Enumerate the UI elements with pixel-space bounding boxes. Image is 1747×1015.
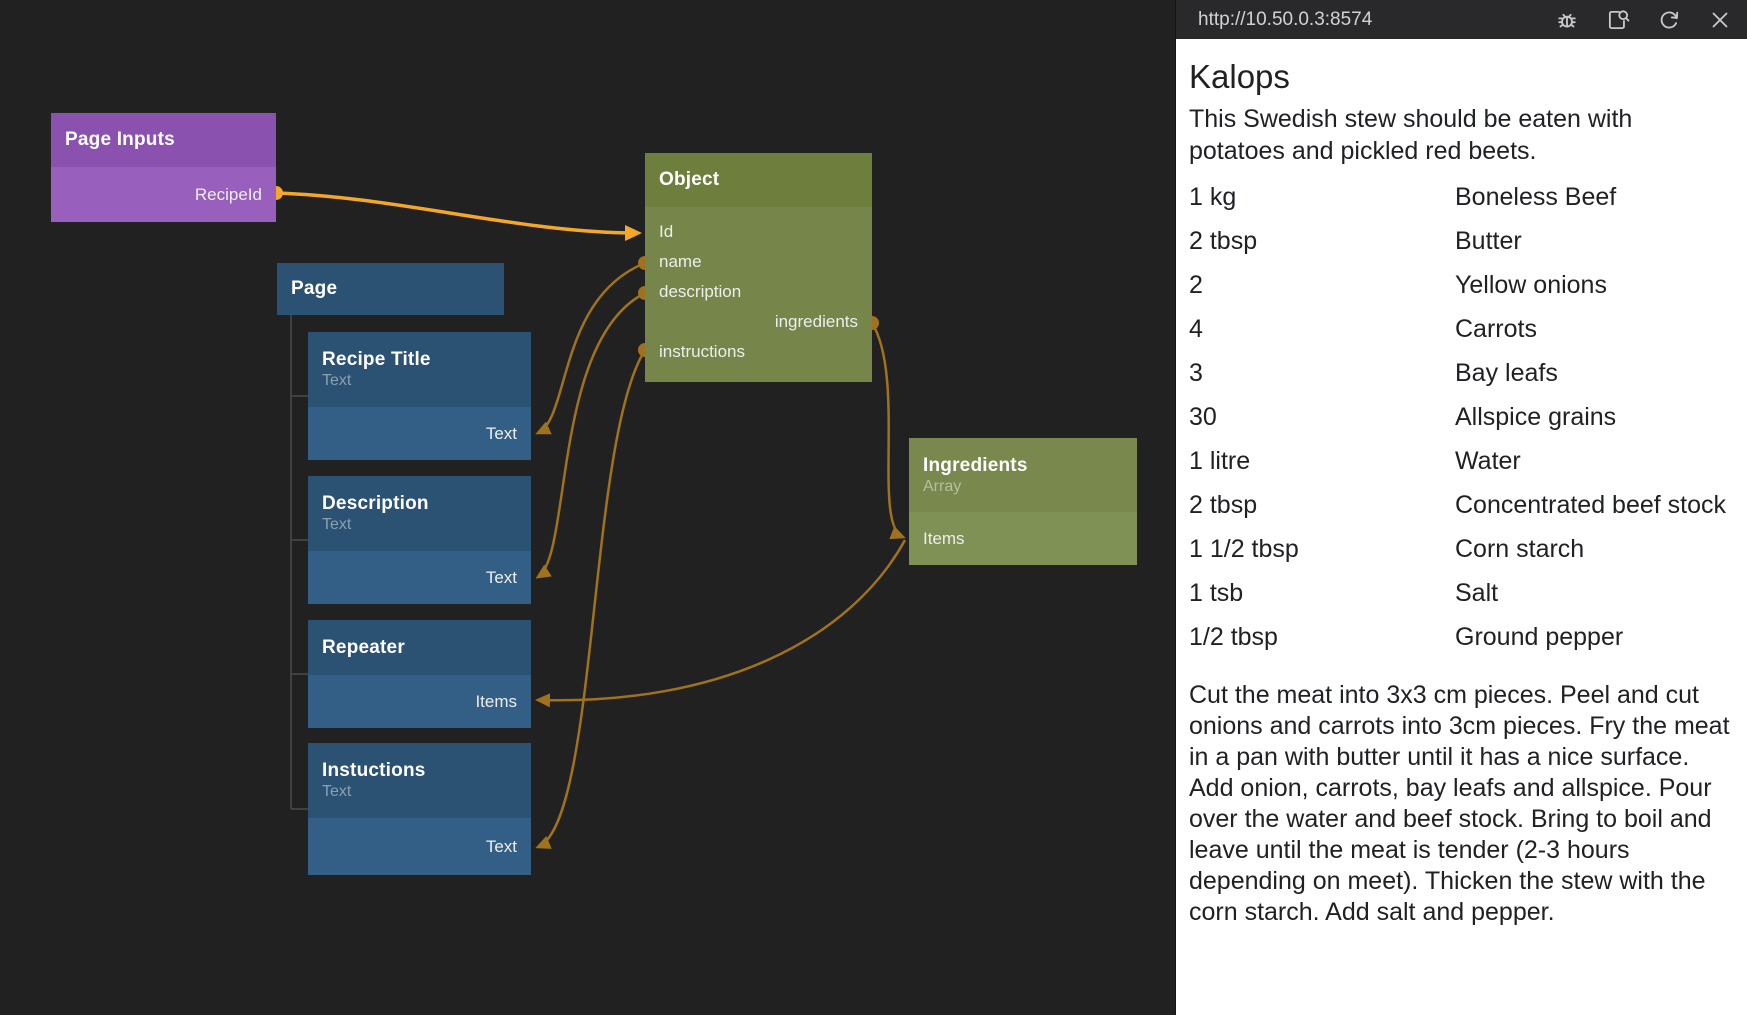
node-title: Repeater: [322, 636, 405, 658]
graph-node-page[interactable]: Page: [277, 263, 504, 315]
ingredient-amount: 1 kg: [1189, 183, 1237, 211]
recipe-title: Kalops: [1189, 58, 1290, 95]
ingredient-amount: 1 litre: [1189, 447, 1251, 475]
ingredient-list: 1 kg Boneless Beef 2 tbsp Butter 2 Yellow oni…: [1189, 182, 1731, 652]
ingredient-amount: 4: [1189, 315, 1203, 343]
connection-object.name-to-recipe-title.Text[interactable]: [535, 261, 646, 435]
preview-panel: http://10.50.0.3:8574: [1175, 0, 1747, 1015]
port-label: Items: [923, 528, 965, 548]
tree-connector-lines: [290, 315, 308, 810]
node-title: Ingredients: [923, 454, 1028, 476]
ingredient-name: Ground pepper: [1455, 623, 1624, 651]
port-label: Id: [659, 222, 674, 241]
port-label: instructions: [659, 342, 745, 361]
ingredient-amount: 1 1/2 tbsp: [1189, 535, 1299, 563]
port-text[interactable]: Text: [308, 407, 531, 460]
ingredient-name: Carrots: [1455, 315, 1537, 343]
port-label: name: [659, 252, 702, 271]
node-subtitle: Text: [322, 783, 352, 800]
node-title: Page Inputs: [65, 129, 175, 150]
port-instructions[interactable]: instructions: [645, 337, 872, 367]
port-label: ingredients: [774, 312, 858, 331]
port-label: Text: [485, 836, 517, 856]
ingredient-amount: 2: [1189, 271, 1203, 299]
port-label: Text: [485, 567, 517, 587]
ingredient-amount: 3: [1189, 359, 1203, 387]
url-field[interactable]: http://10.50.0.3:8574: [1198, 8, 1373, 30]
port-recipeid[interactable]: RecipeId: [51, 167, 276, 222]
connection-ingredients.Items-to-repeater.Items[interactable]: [535, 539, 907, 708]
port-label: RecipeId: [194, 184, 262, 204]
port-items[interactable]: Items: [308, 675, 531, 728]
preview-toolbar: http://10.50.0.3:8574: [1176, 0, 1747, 39]
port-label: Items: [475, 691, 517, 711]
node-subtitle: Text: [322, 372, 352, 389]
node-title: Instuctions: [322, 760, 426, 781]
node-subtitle: Array: [923, 477, 962, 495]
ingredient-name: Corn starch: [1455, 535, 1585, 563]
connection-page-inputs.RecipeId-to-object.Id[interactable]: [275, 191, 642, 241]
ingredient-name: Water: [1455, 447, 1521, 475]
close-icon[interactable]: [1707, 7, 1733, 33]
ingredient-amount: 1/2 tbsp: [1189, 623, 1278, 651]
port-label: Text: [485, 423, 517, 443]
node-title: Object: [659, 169, 720, 190]
ingredient-name: Concentrated beef stock: [1455, 491, 1726, 519]
node-title: Recipe Title: [322, 349, 431, 370]
debug-icon[interactable]: [1554, 7, 1580, 33]
port-description[interactable]: description: [645, 277, 872, 307]
port-text[interactable]: Text: [308, 551, 531, 604]
recipe-description: This Swedish stew should be eaten with p…: [1189, 105, 1633, 165]
port-id[interactable]: Id: [645, 217, 872, 247]
port-text[interactable]: Text: [308, 818, 531, 875]
connection-object.description-to-description.Text[interactable]: [535, 291, 646, 579]
ingredient-amount: 2 tbsp: [1189, 227, 1258, 255]
ingredient-name: Allspice grains: [1455, 403, 1617, 431]
port-name[interactable]: name: [645, 247, 872, 277]
ingredient-name: Salt: [1455, 579, 1499, 607]
open-preview-icon[interactable]: [1605, 7, 1631, 33]
ingredient-name: Boneless Beef: [1455, 183, 1617, 211]
node-title: Page: [291, 278, 338, 299]
port-items[interactable]: Items: [909, 512, 1137, 565]
node-subtitle: Text: [322, 516, 352, 533]
ingredient-name: Bay leafs: [1455, 359, 1558, 387]
ingredient-amount: 30: [1189, 403, 1217, 431]
ingredient-name: Yellow onions: [1455, 271, 1607, 299]
connection-object.ingredients-to-ingredients.Items[interactable]: [870, 322, 906, 540]
ingredient-amount: 2 tbsp: [1189, 491, 1258, 519]
node-title: Description: [322, 493, 429, 514]
ingredient-name: Butter: [1455, 227, 1522, 255]
preview-content: Kalops This Swedish stew should be eaten…: [1180, 39, 1747, 1015]
port-ingredients[interactable]: ingredients: [645, 307, 872, 337]
recipe-instructions: Cut the meat into 3x3 cm pieces. Peel an…: [1189, 681, 1730, 926]
connection-object.instructions-to-instuctions.Text[interactable]: [535, 349, 647, 849]
ingredient-amount: 1 tsb: [1189, 579, 1244, 607]
port-label: description: [659, 282, 742, 301]
refresh-icon[interactable]: [1656, 7, 1682, 33]
